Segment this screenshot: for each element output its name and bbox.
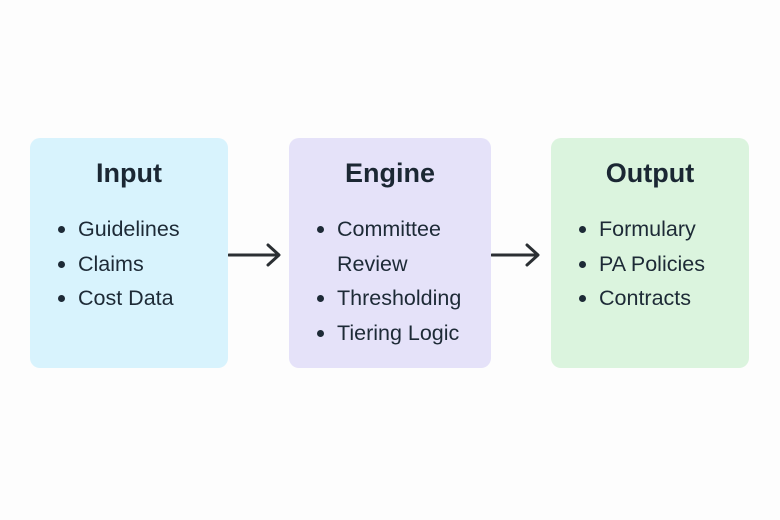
bullet-icon [58, 260, 65, 268]
engine-item-tiering-logic: Tiering Logic [315, 316, 483, 351]
engine-box: Engine Committee Review Thresholding Tie… [289, 138, 491, 368]
bullet-icon [579, 226, 586, 233]
engine-item-thresholding: Thresholding [315, 281, 483, 316]
input-box: Input Guidelines Claims Cost Data [30, 138, 228, 368]
input-title: Input [96, 158, 162, 188]
output-item-formulary: Formulary [577, 212, 741, 247]
bullet-icon [579, 260, 586, 268]
input-item-claims: Claims [56, 247, 220, 282]
output-box: Output Formulary PA Policies Contracts [551, 138, 749, 368]
engine-list: Committee Review Thresholding Tiering Lo… [315, 212, 483, 350]
bullet-icon [58, 226, 65, 233]
arrow-right-icon [491, 243, 540, 267]
output-item-label: Formulary [599, 217, 696, 241]
engine-item-label: Thresholding [337, 286, 462, 310]
input-list: Guidelines Claims Cost Data [56, 212, 220, 316]
input-item-cost-data: Cost Data [56, 281, 220, 316]
bullet-icon [317, 226, 324, 233]
output-item-label: Contracts [599, 286, 692, 310]
engine-item-label: Committee [337, 217, 441, 241]
output-title: Output [605, 158, 695, 188]
output-item-pa-policies: PA Policies [577, 247, 741, 282]
engine-item-label: Tiering Logic [337, 320, 460, 345]
output-item-label: PA Policies [599, 251, 705, 276]
input-item-label: Claims [78, 251, 144, 276]
input-item-label: Cost Data [78, 286, 174, 310]
bullet-icon [317, 329, 324, 337]
engine-title: Engine [344, 158, 435, 188]
engine-item-committee: Committee [315, 212, 483, 247]
input-item-label: Guidelines [78, 217, 180, 241]
output-item-contracts: Contracts [577, 281, 741, 316]
bullet-icon [317, 295, 324, 302]
engine-item-label: Review [337, 251, 408, 276]
output-list: Formulary PA Policies Contracts [577, 212, 741, 316]
bullet-icon [579, 295, 586, 302]
bullet-icon [58, 295, 65, 302]
input-item-guidelines: Guidelines [56, 212, 220, 247]
engine-item-review: Review [315, 247, 483, 282]
arrow-right-icon [228, 243, 281, 267]
